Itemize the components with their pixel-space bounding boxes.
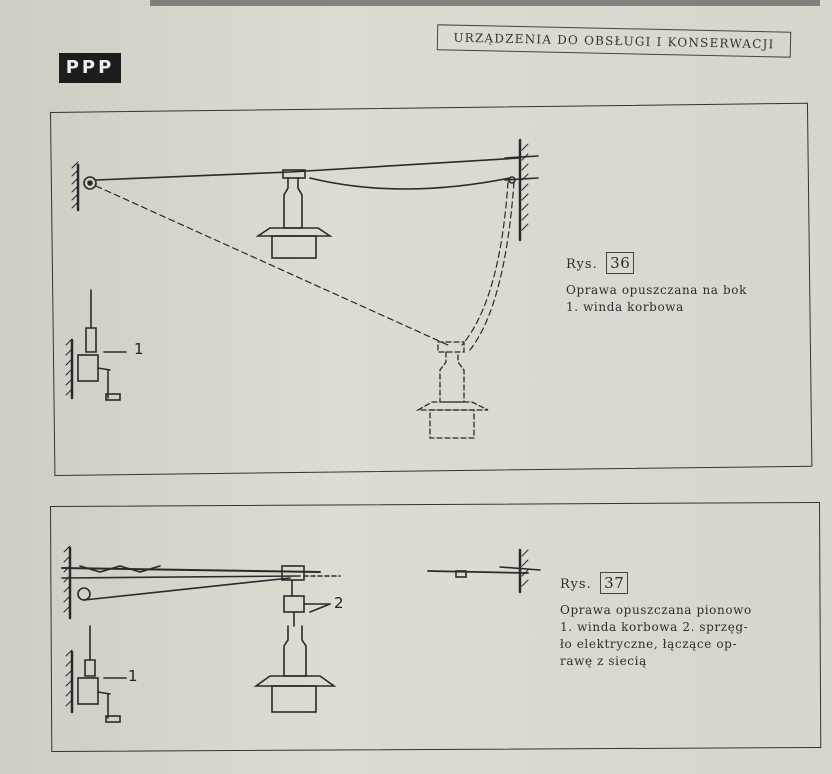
figure-37-caption: Rys. 37 Oprawa opuszczana pionowo 1. win… bbox=[560, 572, 800, 670]
top-shadow bbox=[150, 0, 820, 6]
figure-36-callout-1: 1 bbox=[134, 340, 144, 358]
callout-number: 1 bbox=[134, 340, 144, 358]
logo-text: PPP bbox=[65, 57, 115, 78]
figure-37-number: 37 bbox=[600, 572, 629, 594]
figure-36-caption-line: Oprawa opuszczana na bok bbox=[566, 283, 747, 297]
publisher-logo: PPP bbox=[59, 53, 121, 83]
figure-36-caption: Rys. 36 Oprawa opuszczana na bok 1. wind… bbox=[566, 252, 796, 316]
figure-36-caption-line: 1. winda korbowa bbox=[566, 300, 684, 314]
figure-37-caption-line: rawę z siecią bbox=[560, 654, 647, 668]
callout-number: 1 bbox=[128, 667, 138, 685]
figure-36-number: 36 bbox=[606, 252, 635, 274]
figure-37-label: Rys. bbox=[560, 577, 592, 592]
figure-37-callout-1: 1 bbox=[128, 667, 138, 685]
figure-37-drawing bbox=[61, 545, 541, 723]
figure-37-caption-line: 1. winda korbowa 2. sprzęg- bbox=[560, 620, 749, 634]
figure-37-caption-line: Oprawa opuszczana pionowo bbox=[560, 603, 752, 617]
figure-36-label: Rys. bbox=[566, 257, 598, 272]
figure-37-caption-line: ło elektryczne, łączące op- bbox=[560, 637, 738, 651]
callout-number: 2 bbox=[334, 594, 344, 612]
figure-37-callout-2: 2 bbox=[334, 594, 344, 612]
figure-36-drawing bbox=[65, 138, 539, 439]
